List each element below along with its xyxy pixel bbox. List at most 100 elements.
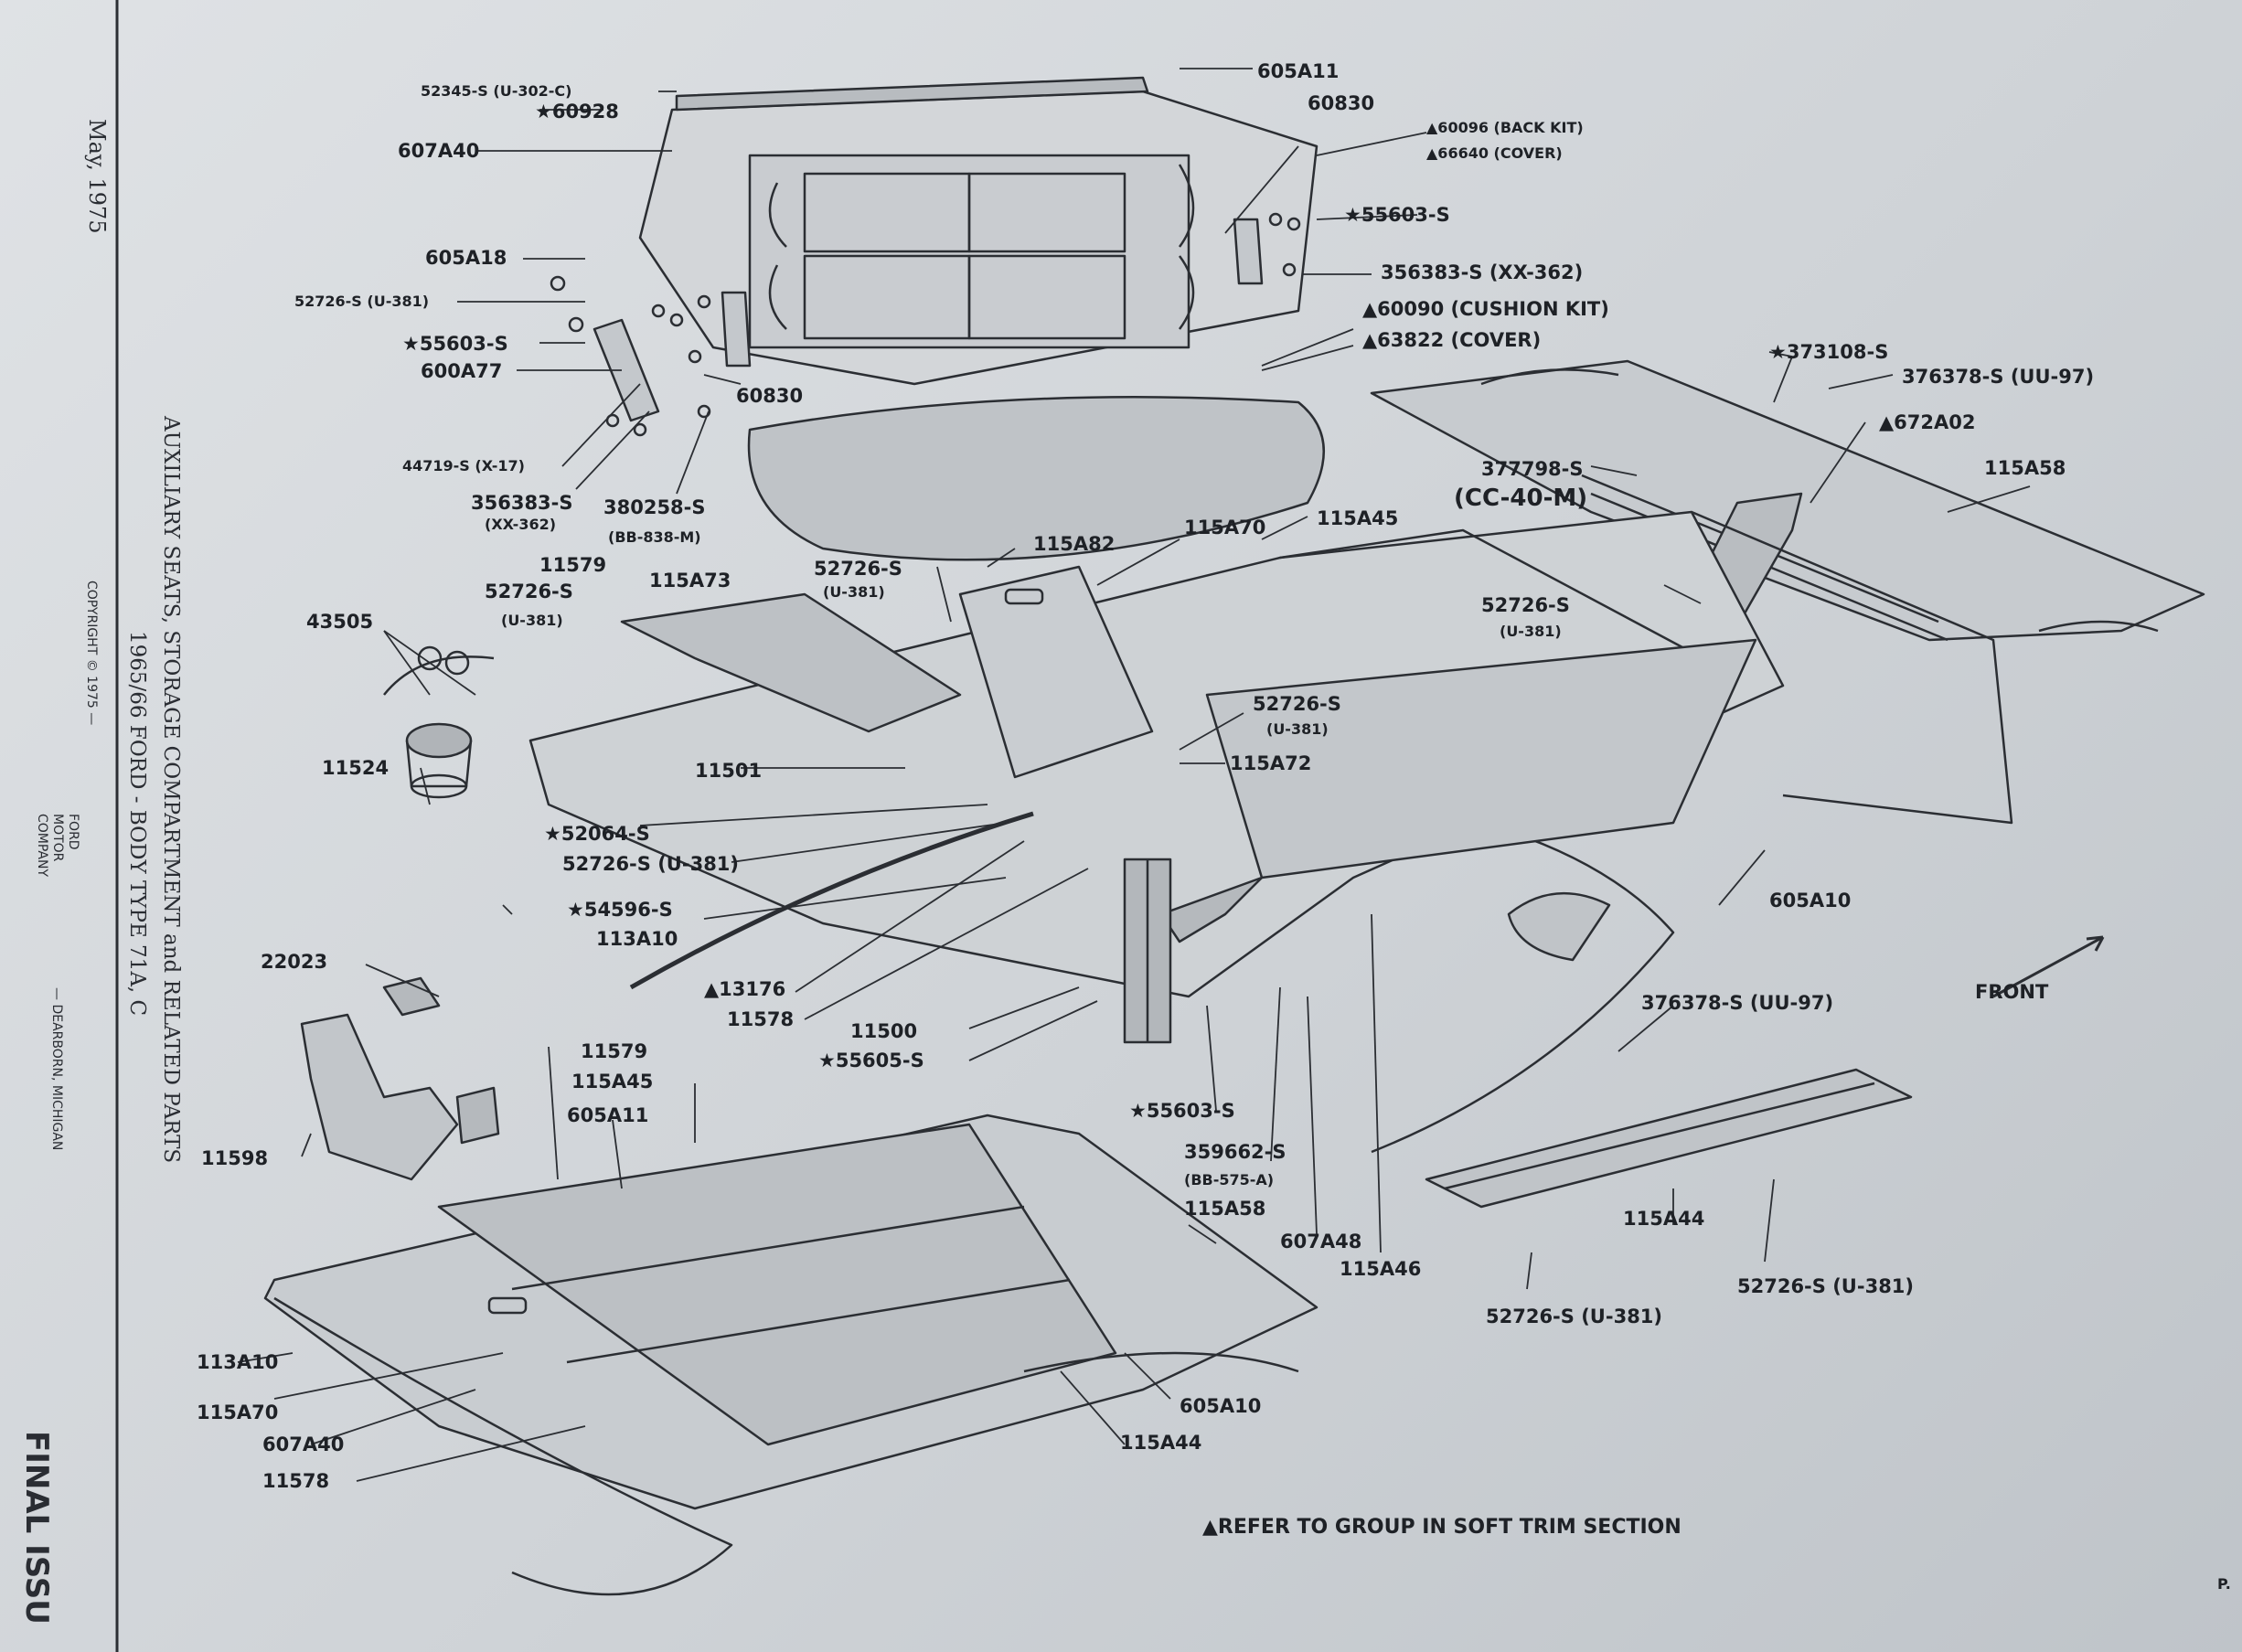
part-label: 115A45 — [571, 1071, 654, 1092]
part-label: 605A10 — [1180, 1395, 1262, 1417]
control-cable — [629, 811, 1034, 990]
part-label: 52345-S (U-302-C) — [421, 82, 572, 100]
storage-lid-115A73 — [620, 592, 962, 733]
part-label: 115A46 — [1340, 1258, 1422, 1280]
company-location: — DEARBORN, MICHIGAN — [49, 987, 64, 1151]
part-label: (U-381) — [1266, 720, 1329, 738]
page-title: AUXILIARY SEATS, STORAGE COMPARTMENT and… — [159, 416, 183, 1164]
part-label: 113A10 — [596, 928, 678, 950]
part-label: ★60928 — [535, 101, 619, 123]
final-issue-stamp: FINAL ISSU — [18, 1431, 55, 1625]
part-label: 356383-S (XX-362) — [1381, 261, 1584, 283]
part-label: 52726-S (U-381) — [562, 853, 740, 875]
part-label: 607A40 — [398, 140, 480, 162]
part-label: 605A11 — [567, 1104, 649, 1126]
part-label: 377798-S — [1481, 458, 1584, 480]
front-direction-arrow — [1992, 935, 2105, 998]
part-label: 52726-S (U-381) — [1486, 1306, 1663, 1327]
part-label: ★55603-S — [402, 333, 508, 355]
part-label: 607A48 — [1280, 1231, 1362, 1252]
part-label: 44719-S (X-17) — [402, 457, 525, 474]
part-label: 115A72 — [1230, 752, 1312, 774]
part-label: 11579 — [539, 554, 607, 576]
part-label: 43505 — [306, 611, 374, 633]
issue-date: May, 1975 — [84, 119, 110, 234]
part-label: ★55603-S — [1129, 1100, 1235, 1122]
part-label: ▲63822 (COVER) — [1362, 329, 1542, 351]
leader-lines — [237, 68, 2031, 1482]
part-label: ★55605-S — [818, 1050, 924, 1071]
part-label: 115A45 — [1317, 507, 1399, 529]
part-label: (XX-362) — [485, 516, 557, 533]
part-label: 52726-S (U-381) — [294, 293, 430, 310]
part-label: ▲672A02 — [1879, 411, 1976, 433]
part-label: 60830 — [736, 385, 804, 407]
part-label: 600A77 — [421, 360, 503, 382]
part-label: (BB-838-M) — [608, 528, 701, 546]
page-subtitle: 1965/66 FORD - BODY TYPE 71A, C — [125, 631, 149, 1017]
part-label: 115A82 — [1033, 533, 1116, 555]
part-label: 376378-S (UU-97) — [1641, 992, 1834, 1014]
access-door-115A82 — [958, 565, 1154, 779]
part-label: 115A44 — [1120, 1432, 1202, 1454]
part-label: ★52064-S — [544, 823, 650, 845]
part-label: 60830 — [1308, 92, 1375, 114]
part-label: 11578 — [727, 1008, 795, 1030]
part-label: (BB-575-A) — [1184, 1171, 1275, 1188]
part-label: 359662-S — [1184, 1141, 1286, 1163]
floor-panel-bottom — [263, 1114, 1319, 1596]
part-label: 115A44 — [1623, 1208, 1705, 1230]
part-label: 605A18 — [425, 247, 507, 269]
page-mark: P. — [2217, 1575, 2231, 1593]
part-label: ★55603-S — [1344, 204, 1450, 226]
part-label: 52726-S — [485, 581, 573, 602]
part-label: 11598 — [201, 1147, 269, 1169]
support-post — [1123, 858, 1172, 1044]
part-label: (U-381) — [501, 612, 563, 629]
bracket-11598 — [300, 976, 500, 1181]
part-label: 356383-S — [471, 492, 573, 514]
hinge-bracket-right — [1233, 212, 1301, 285]
part-label: 11500 — [850, 1020, 918, 1042]
part-label: ▲66640 (COVER) — [1426, 144, 1563, 162]
part-label: 52726-S — [1253, 693, 1341, 715]
part-label: 380258-S — [603, 496, 706, 518]
footnote: ▲REFER TO GROUP IN SOFT TRIM SECTION — [1202, 1516, 1682, 1539]
seat-cushion — [747, 396, 1325, 561]
part-label: 115A70 — [197, 1402, 279, 1423]
part-label: ▲60090 (CUSHION KIT) — [1362, 298, 1609, 320]
copyright-notice: COPYRIGHT © 1975 — — [84, 581, 99, 726]
part-label: ★373108-S — [1769, 341, 1889, 363]
front-label: FRONT — [1975, 981, 2049, 1003]
part-label: (U-381) — [823, 583, 885, 601]
part-label: 52726-S (U-381) — [1737, 1275, 1915, 1297]
part-label: 113A10 — [197, 1351, 279, 1373]
part-label: 52726-S — [1481, 594, 1570, 616]
part-label: 605A10 — [1769, 890, 1852, 911]
part-label: ▲60096 (BACK KIT) — [1426, 119, 1584, 136]
part-label: 52726-S — [814, 558, 902, 580]
part-label: 115A73 — [649, 570, 731, 592]
part-label: 11501 — [695, 760, 763, 782]
part-label: 115A58 — [1184, 1198, 1266, 1220]
part-label: ▲13176 — [704, 978, 786, 1000]
company-name: FORD MOTOR COMPANY — [35, 814, 80, 878]
part-label: 607A40 — [262, 1434, 345, 1455]
part-label: ★54596-S — [567, 899, 673, 921]
hinge-bracket-left — [550, 275, 752, 437]
part-label: 115A58 — [1984, 457, 2066, 479]
part-label: 11579 — [581, 1040, 648, 1062]
rail-115A44 — [1425, 1068, 1913, 1209]
part-label: (U-381) — [1500, 623, 1562, 640]
part-label: 376378-S (UU-97) — [1902, 366, 2095, 388]
part-label: 22023 — [261, 951, 328, 973]
part-label: 11524 — [322, 757, 390, 779]
part-label: 605A11 — [1257, 60, 1340, 82]
part-label: 11578 — [262, 1470, 330, 1492]
compartment-divider — [1159, 638, 1757, 943]
part-label: (CC-40-M) — [1454, 485, 1588, 512]
part-label: 115A70 — [1184, 517, 1266, 538]
seat-back-assembly — [638, 76, 1319, 386]
